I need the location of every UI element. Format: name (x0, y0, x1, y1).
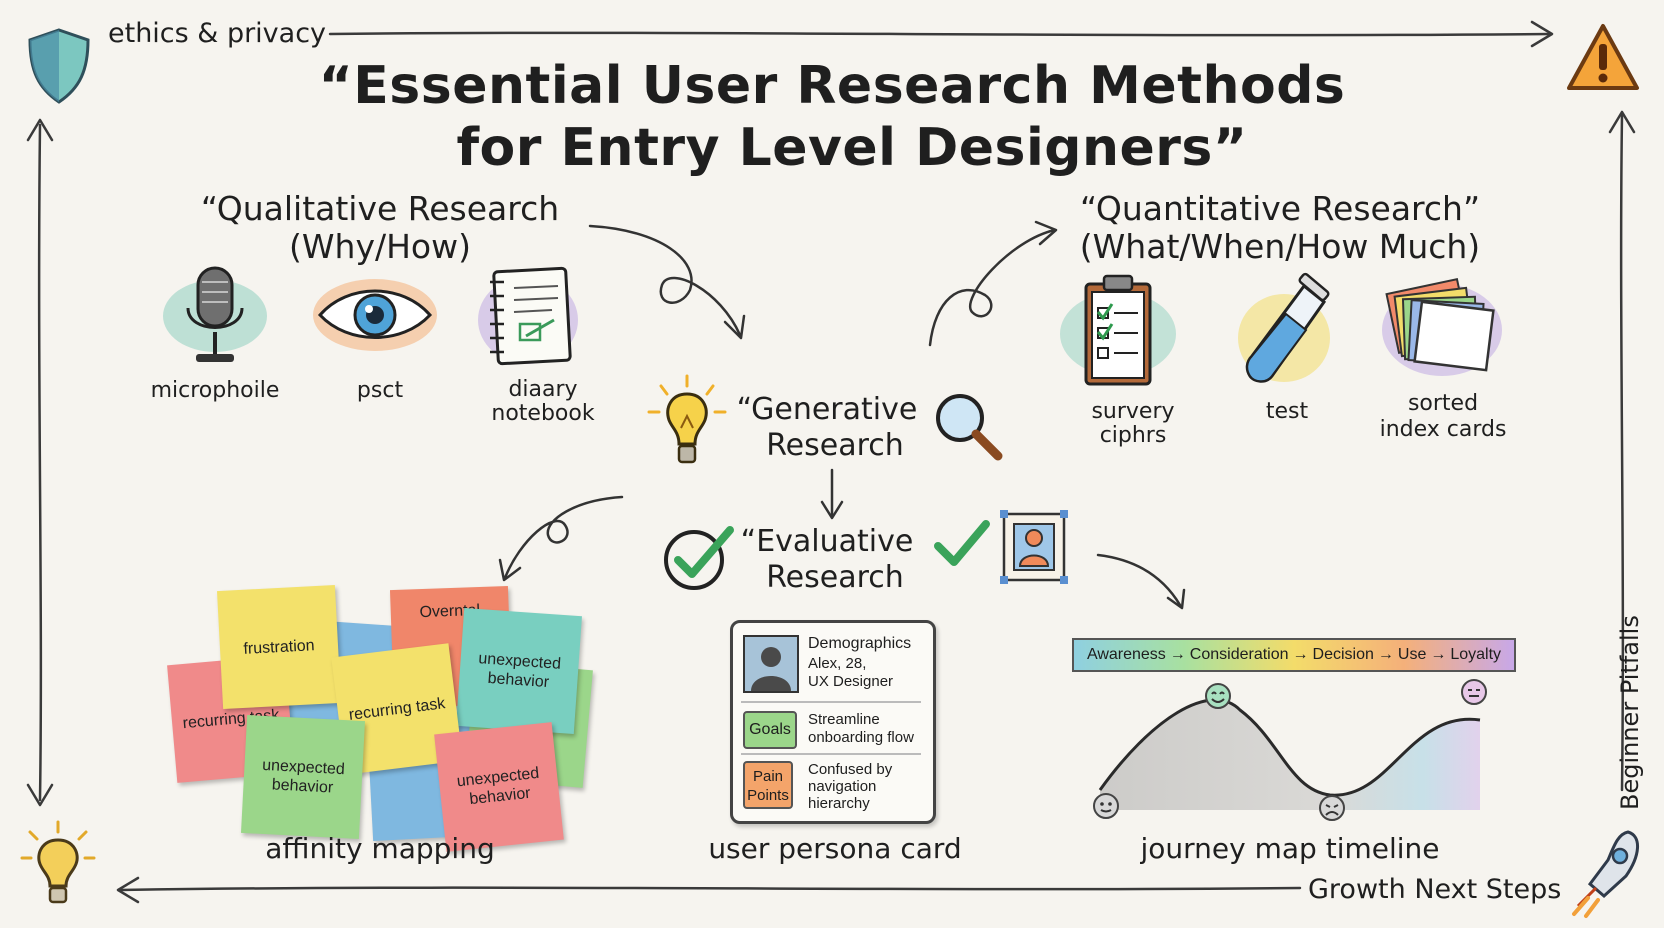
goals-line2: onboarding flow (808, 729, 914, 746)
notebook-icon (478, 266, 578, 366)
demographics-line2: UX Designer (808, 673, 894, 690)
stage-arrow: → (1430, 646, 1447, 663)
microphone-label: microphoile (150, 378, 280, 403)
journey-curve (1098, 698, 1481, 810)
stage-awareness: Awareness (1086, 646, 1166, 663)
survey-label-line1: survery (1091, 399, 1175, 424)
sticky-note: unexpected behavior (456, 608, 582, 734)
checkmark-icon (664, 526, 734, 590)
sticky-note: unexpected behavior (240, 714, 366, 840)
test-label: test (1265, 399, 1309, 424)
qualitative-heading: “Qualitative Research (200, 189, 560, 228)
checkmark-icon (934, 520, 990, 566)
pain-points-tag: Pain Points (743, 761, 793, 809)
sad-face-icon (1319, 795, 1345, 821)
divider (741, 701, 921, 703)
generative-heading-line1: “Generative (736, 392, 918, 427)
index-cards-label-line1: sorted (1407, 391, 1479, 416)
goals-tag: Goals (743, 711, 797, 749)
main-title-line2: for Entry Level Designers” (456, 118, 1248, 178)
diary-label-line2: notebook (491, 401, 595, 426)
pain-tag-line2: Points (747, 787, 789, 804)
sticky-note: frustration (216, 584, 342, 710)
warning-icon (1567, 24, 1639, 90)
psct-label: psct (356, 378, 404, 403)
evaluative-heading-line2: Research (766, 560, 904, 595)
generative-heading-line2: Research (766, 428, 904, 463)
persona-label: user persona card (708, 832, 962, 865)
lightbulb-icon (20, 820, 96, 904)
main-title-line1: “Essential User Research Methods (318, 56, 1346, 116)
divider (741, 753, 921, 755)
pain-line1: Confused by (808, 761, 893, 778)
stage-arrow: → (1169, 646, 1186, 663)
stage-arrow: → (1377, 646, 1394, 663)
stage-arrow: → (1292, 646, 1309, 663)
rocket-icon (1572, 830, 1639, 918)
demographics-title: Demographics (808, 635, 912, 652)
persona-card: Demographics Alex, 28, UX Designer Goals… (730, 620, 936, 824)
qualitative-subheading: (Why/How) (289, 227, 471, 266)
persona-frame-icon (1000, 510, 1068, 584)
test-tube-icon (1238, 272, 1330, 383)
journey-label: journey map timeline (1140, 832, 1440, 865)
survey-label-line2: ciphrs (1099, 423, 1167, 448)
clipboard-icon (1060, 274, 1176, 386)
journey-stage-bar: Awareness → Consideration → Decision → U… (1072, 638, 1516, 672)
stage-use: Use (1397, 646, 1427, 663)
stage-loyalty: Loyalty (1450, 646, 1502, 663)
ethics-privacy-label: ethics & privacy (108, 18, 327, 49)
quantitative-subheading: (What/When/How Much) (1079, 227, 1481, 266)
shield-icon (28, 28, 90, 104)
lightbulb-icon (647, 374, 727, 464)
content-face-icon (1461, 679, 1487, 705)
diary-label-line1: diaary (508, 377, 578, 402)
happy-face-icon (1205, 683, 1231, 709)
neutral-face-icon (1093, 793, 1119, 819)
demographics-line1: Alex, 28, (808, 655, 867, 672)
index-cards-icon (1382, 277, 1502, 376)
microphone-icon (163, 266, 267, 362)
evaluative-heading-line1: “Evaluative (740, 524, 914, 559)
goals-line1: Streamline (808, 711, 880, 728)
index-cards-label-line2: index cards (1379, 417, 1507, 442)
quantitative-heading: “Quantitative Research” (1079, 189, 1481, 228)
stage-decision: Decision (1312, 646, 1374, 663)
magnifier-icon (936, 394, 1003, 461)
affinity-label: affinity mapping (265, 832, 495, 865)
avatar (743, 635, 799, 693)
pain-line3: hierarchy (808, 795, 870, 812)
stage-consideration: Consideration (1189, 646, 1289, 663)
eye-icon (313, 279, 437, 351)
pain-line2: navigation (808, 778, 877, 795)
growth-next-steps-label: Growth Next Steps (1308, 874, 1562, 905)
pain-tag-line1: Pain (752, 768, 784, 785)
